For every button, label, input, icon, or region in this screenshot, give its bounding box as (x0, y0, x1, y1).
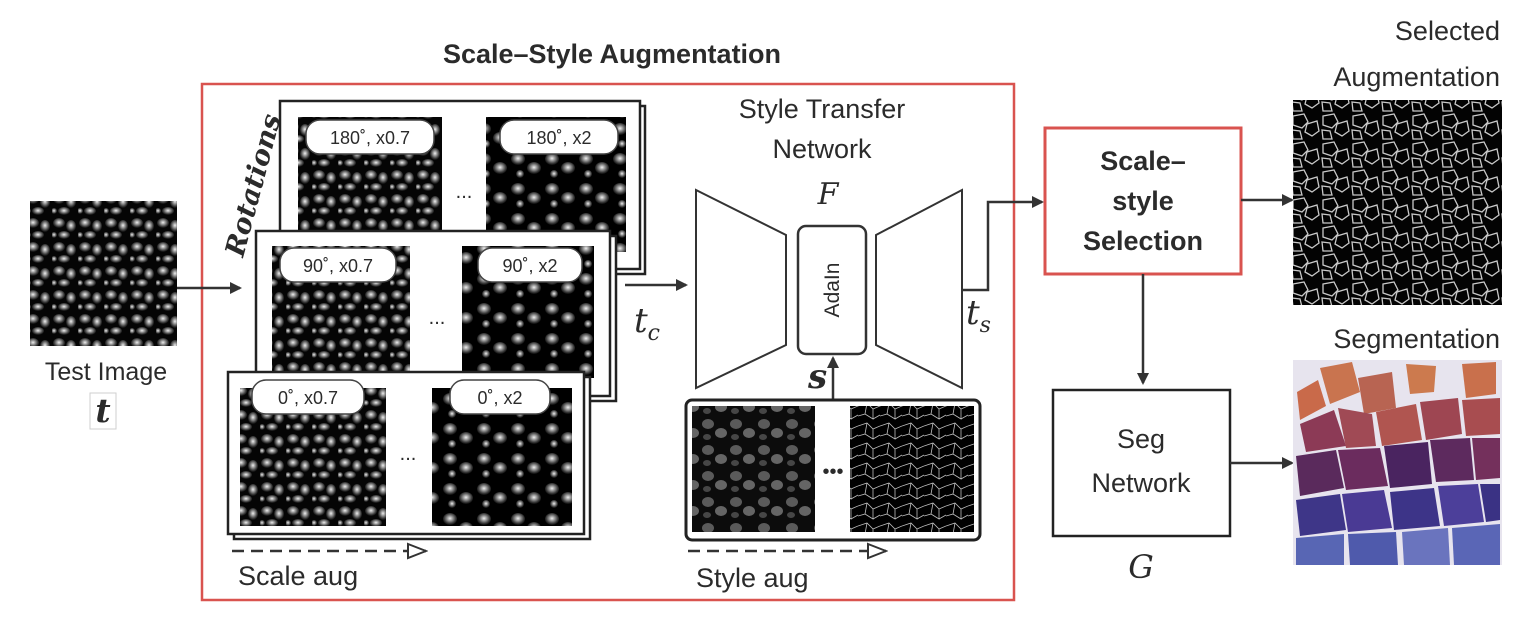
seg-network-line-2: Network (1091, 468, 1191, 498)
style-transfer-title-1: Style Transfer (739, 94, 906, 124)
style-aug-label: Style aug (696, 563, 809, 593)
seg-network-line-1: Seg (1117, 424, 1165, 454)
style-image-blurred (692, 406, 815, 532)
seg-network-box (1051, 388, 1232, 538)
card-180-ellipsis: ... (456, 181, 473, 203)
test-image (30, 201, 177, 346)
style-transfer-title-2: Network (772, 134, 872, 164)
tc-symbol: tc (634, 301, 660, 346)
selected-augmentation-image (1293, 100, 1502, 305)
style-ellipsis: ••• (822, 461, 843, 483)
test-image-label: Test Image (45, 358, 167, 386)
card-90-left-label: 90˚, x0.7 (303, 256, 373, 276)
style-transfer-symbol: F (817, 177, 840, 212)
diagram-title: Scale–Style Augmentation (443, 39, 781, 69)
card-180-left-label: 180˚, x0.7 (330, 128, 410, 148)
card-0-ellipsis: ... (400, 443, 417, 465)
card-180-right-label: 180˚, x2 (526, 128, 591, 148)
segmentation-label: Segmentation (1333, 324, 1500, 354)
selection-line-1: Scale– (1100, 146, 1186, 176)
encoder-shape (695, 188, 787, 390)
card-90-ellipsis: ... (429, 307, 446, 329)
segmentation-image (1293, 360, 1502, 565)
augmentation-box (200, 82, 1016, 602)
ts-arrow (962, 196, 1044, 292)
seg-network-symbol: G (1128, 548, 1154, 586)
decoder-shape (875, 188, 963, 390)
rotation-card-0: 0˚, x0.7 0˚, x2 ... (226, 370, 592, 541)
selection-line-3: Selection (1083, 226, 1203, 256)
card-0-right-label: 0˚, x2 (477, 388, 522, 408)
card-0-left-label: 0˚, x0.7 (278, 388, 338, 408)
selected-aug-line-1: Selected (1395, 16, 1500, 46)
test-image-symbol-frame (89, 392, 117, 430)
adain-label: AdaIn (821, 263, 844, 318)
scale-aug-label: Scale aug (238, 561, 358, 591)
style-symbol: s (807, 357, 827, 397)
ts-symbol: ts (966, 293, 991, 338)
selected-aug-line-2: Augmentation (1333, 62, 1500, 92)
adain-block (796, 224, 868, 356)
test-image-symbol: t (95, 391, 110, 430)
selection-line-2: style (1112, 186, 1174, 216)
style-image-outline (850, 406, 974, 532)
card-90-right-label: 90˚, x2 (502, 256, 557, 276)
